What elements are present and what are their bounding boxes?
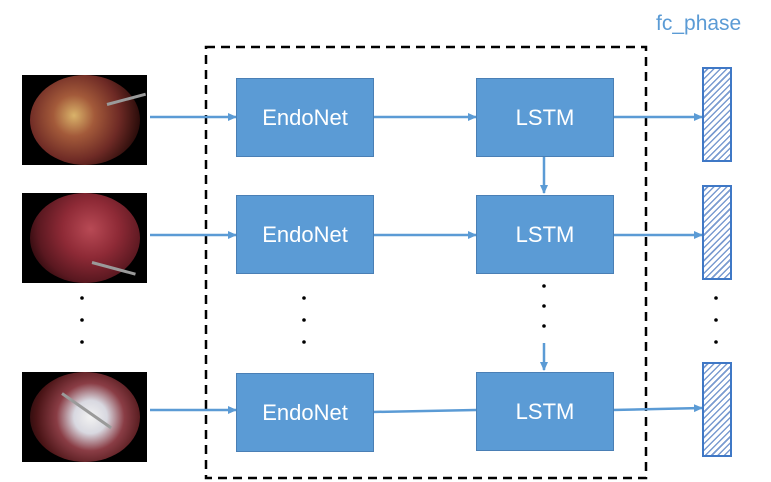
endonet-box-n: EndoNet — [236, 373, 374, 452]
input-frame-n — [22, 372, 147, 462]
lstm-box-2: LSTM — [476, 195, 614, 274]
endonet-box-1: EndoNet — [236, 78, 374, 157]
endonet-box-2: EndoNet — [236, 195, 374, 274]
ellipsis-lstm — [542, 284, 546, 328]
output-title: fc_phase — [656, 12, 742, 35]
input-frame-2 — [22, 193, 147, 283]
fc-phase-output-2 — [702, 185, 732, 280]
lstm-box-n: LSTM — [476, 372, 614, 451]
input-frame-1 — [22, 75, 147, 165]
ellipsis-fc — [714, 296, 718, 344]
fc-phase-output-n — [702, 362, 732, 457]
fc-phase-output-1 — [702, 67, 732, 162]
ellipsis-endonet — [302, 296, 306, 344]
arrow-endonetn-to-lstm — [371, 408, 477, 414]
ellipsis-frames — [80, 296, 84, 344]
arrow-lstmn-to-fc — [611, 404, 703, 413]
lstm-box-1: LSTM — [476, 78, 614, 157]
